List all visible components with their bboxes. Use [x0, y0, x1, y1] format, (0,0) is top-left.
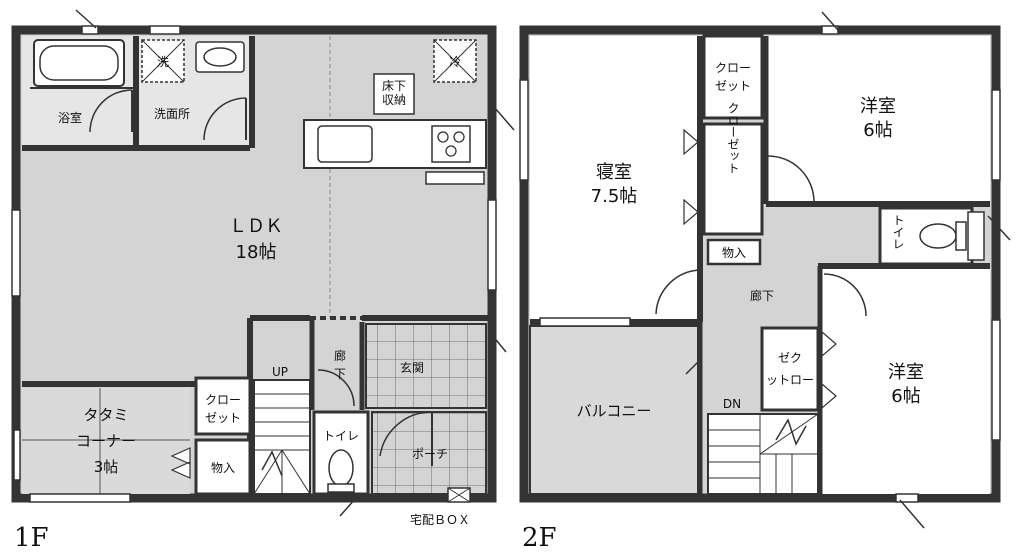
floor-2f: 寝室 7.5帖 クロー ゼット クローゼット 洋室 6帖 トイレ 物入 廊下 ゼ…: [519, 11, 1011, 553]
stairs-down-label: DN: [723, 397, 741, 411]
closet-a-label-1: クロー: [715, 61, 751, 75]
washroom-label: 洗面所: [154, 107, 190, 121]
western-room-a: [766, 36, 990, 204]
1f-closet-label-2: ゼット: [205, 411, 241, 425]
2f-storage-label: 物入: [722, 246, 746, 260]
1f-hall-label-2: 下: [334, 367, 346, 381]
floor-1f: 浴室 洗面所 洗 冷 床下 収納 ＬＤＫ 18帖 タタミ コーナー 3帖 クロー…: [11, 9, 515, 553]
wash-mark-label: 洗: [157, 55, 169, 69]
2f-closet-a: [702, 34, 764, 120]
1f-closet: [194, 376, 252, 436]
western-b-name-label: 洋室: [888, 362, 924, 383]
2f-closet-c: [760, 326, 820, 412]
1f-closet-label-1: クロー: [205, 393, 241, 407]
vent-mark-label: 冷: [449, 55, 461, 69]
floor-2f-label: 2F: [522, 523, 557, 553]
tatami-size-label: 3帖: [94, 458, 119, 476]
2f-toilet-label: トイレ: [891, 214, 905, 250]
bedroom-size-label: 7.5帖: [591, 186, 638, 207]
1f-storage: [194, 438, 252, 496]
western-a-size-label: 6帖: [863, 120, 892, 141]
tatami-corner: [22, 388, 190, 494]
kitchen-sink-icon: [317, 125, 373, 163]
underfloor-label-2: 収納: [382, 93, 406, 107]
ldk-size-label: 18帖: [236, 242, 277, 263]
1f-storage-label: 物入: [211, 461, 235, 475]
bedroom: [530, 36, 698, 320]
ldk-name-label: ＬＤＫ: [229, 216, 283, 237]
closet-c-label-1: ゼク: [778, 351, 802, 365]
balcony-label: バルコニー: [577, 402, 652, 420]
western-a-name-label: 洋室: [860, 96, 896, 117]
western-room-b: [822, 268, 990, 494]
2f-storage: [706, 238, 762, 266]
underfloor-label-1: 床下: [382, 79, 406, 93]
closet-b-label: クローゼット: [726, 102, 740, 174]
entrance-label: 玄関: [400, 360, 424, 375]
closet-c-label-2: ットロー: [766, 373, 814, 387]
1f-hall-label-1: 廊: [334, 348, 346, 363]
floor-1f-label: 1F: [14, 523, 49, 553]
2f-closet-b: [702, 122, 764, 236]
2f-hall-label: 廊下: [750, 288, 774, 303]
balcony: [529, 325, 699, 495]
toilet-icon: [328, 449, 354, 487]
underfloor-storage: [373, 73, 415, 115]
delivery-box-label: 宅配ＢＯＸ: [410, 512, 470, 527]
porch-label: ポーチ: [412, 447, 448, 461]
1f-porch: [371, 411, 487, 495]
stairs-up-label: UP: [272, 365, 288, 379]
bedroom-name-label: 寝室: [596, 162, 632, 183]
toilet-icon-2f: [919, 223, 957, 249]
closet-a-label-2: ゼット: [715, 79, 751, 93]
tatami-label-1: タタミ: [83, 406, 128, 424]
tatami-label-2: コーナー: [76, 432, 136, 450]
bath-label: 浴室: [58, 110, 82, 125]
1f-entrance: [365, 323, 487, 409]
western-b-size-label: 6帖: [891, 386, 920, 407]
1f-toilet-label: トイレ: [323, 429, 359, 443]
